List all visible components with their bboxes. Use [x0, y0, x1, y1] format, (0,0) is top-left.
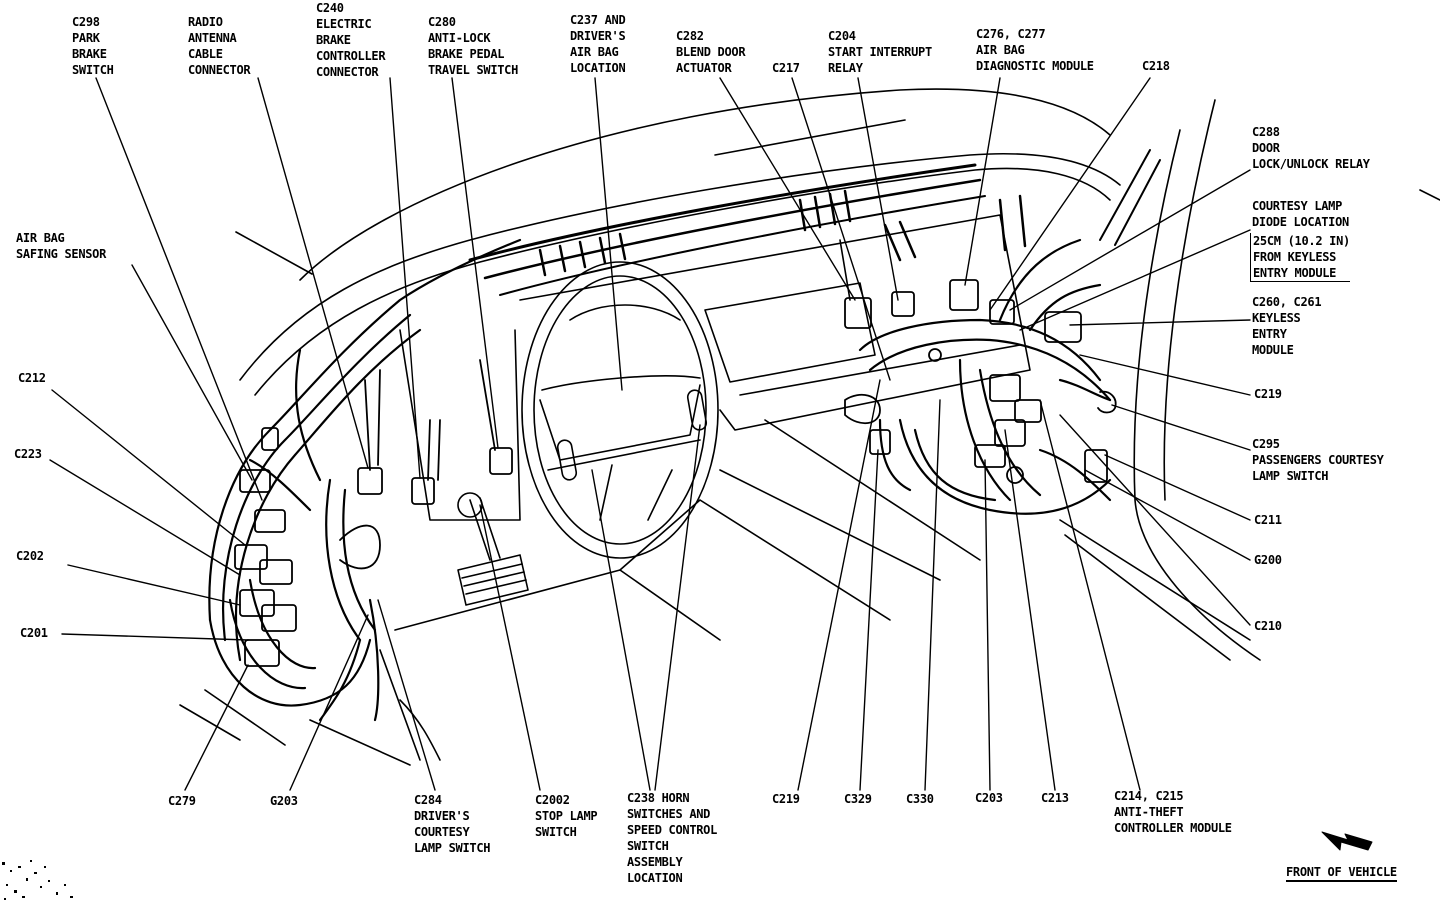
label-c240-electric-brake-controller: C240 ELECTRIC BRAKE CONTROLLER CONNECTOR [316, 1, 386, 79]
label-air-bag-safing-sensor: AIR BAG SAFING SENSOR [16, 231, 107, 261]
left-wiring-harness [208, 238, 522, 722]
label-c201: C201 [20, 626, 48, 640]
label-c223: C223 [14, 447, 42, 461]
label-c330: C330 [906, 792, 934, 806]
steering-wheel [521, 261, 719, 559]
label-c2002-stop-lamp-switch: C2002 STOP LAMP SWITCH [535, 793, 598, 839]
label-c329: C329 [844, 792, 872, 806]
label-c211: C211 [1254, 513, 1282, 527]
pedals [457, 492, 529, 606]
right-connectors [844, 279, 1117, 484]
label-g203: G203 [270, 794, 298, 808]
label-c210: C210 [1254, 619, 1282, 633]
label-c276-air-bag-diagnostic: C276, C277 AIR BAG DIAGNOSTIC MODULE [976, 27, 1094, 73]
scan-noise [2, 860, 73, 900]
left-connectors [234, 359, 513, 667]
label-c295-passenger-courtesy-lamp: C295 PASSENGERS COURTESY LAMP SWITCH [1252, 437, 1384, 483]
label-radio-antenna-cable-connector: RADIO ANTENNA CABLE CONNECTOR [188, 15, 251, 77]
label-c219-right: C219 [1254, 387, 1282, 401]
label-c218-top: C218 [1142, 59, 1170, 73]
label-c279: C279 [168, 794, 196, 808]
label-courtesy-lamp-diode: COURTESY LAMP DIODE LOCATION [1252, 199, 1349, 229]
leader-lines [49, 77, 1251, 791]
front-arrow-icon [1321, 831, 1373, 851]
label-c298-park-brake-switch: C298 PARK BRAKE SWITCH [72, 15, 114, 77]
label-c237-drivers-air-bag: C237 AND DRIVER'S AIR BAG LOCATION [570, 13, 626, 75]
label-c203: C203 [975, 791, 1003, 805]
label-c280-anti-lock-brake-pedal: C280 ANTI-LOCK BRAKE PEDAL TRAVEL SWITCH [428, 15, 519, 77]
right-wiring-harness [858, 238, 1112, 515]
label-c284-drivers-courtesy-lamp: C284 DRIVER'S COURTESY LAMP SWITCH [414, 793, 491, 855]
label-g200: G200 [1254, 553, 1282, 567]
label-c282-blend-door-actuator: C282 BLEND DOOR ACTUATOR [676, 29, 746, 75]
label-courtesy-lamp-distance: 25CM (10.2 IN) FROM KEYLESS ENTRY MODULE [1250, 233, 1350, 282]
label-c214-anti-theft-module: C214, C215 ANTI-THEFT CONTROLLER MODULE [1114, 789, 1232, 835]
label-front-of-vehicle: FRONT OF VEHICLE [1286, 864, 1397, 882]
instrument-panel [179, 88, 1440, 766]
label-c213: C213 [1041, 791, 1069, 805]
label-c202: C202 [16, 549, 44, 563]
label-c204-start-interrupt-relay: C204 START INTERRUPT RELAY [828, 29, 932, 75]
label-c288-door-lock-relay: C288 DOOR LOCK/UNLOCK RELAY [1252, 125, 1370, 171]
label-c217: C217 [772, 61, 800, 75]
label-c219-bottom: C219 [772, 792, 800, 806]
label-c238-horn-switches: C238 HORN SWITCHES AND SPEED CONTROL SWI… [627, 791, 718, 885]
label-c212: C212 [18, 371, 46, 385]
label-c260-keyless-entry-module: C260, C261 KEYLESS ENTRY MODULE [1252, 295, 1322, 357]
